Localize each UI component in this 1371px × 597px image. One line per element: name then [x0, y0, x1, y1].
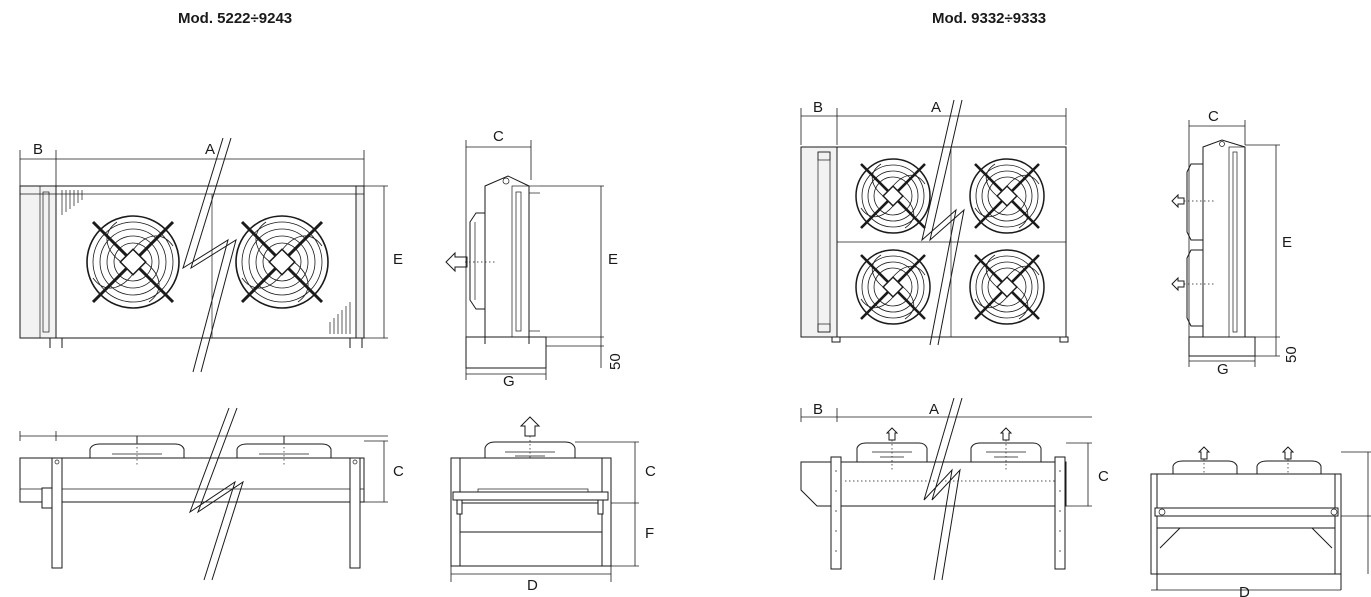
dim-label-50-right: 50	[1283, 346, 1300, 363]
dim-label-a-right: A	[931, 99, 941, 116]
left-top-view: C	[19, 407, 404, 581]
left-front-view: B A E	[19, 137, 403, 373]
dim-label-a: A	[205, 141, 215, 158]
right-front-view: B A	[800, 99, 1069, 346]
dim-label-e-right: E	[1282, 234, 1292, 251]
dim-label-b: B	[33, 141, 43, 158]
dim-label-c-top: C	[393, 463, 404, 480]
dim-label-d: D	[527, 577, 538, 594]
dim-label-c-right-top: C	[1098, 468, 1109, 485]
dim-label-e-side: E	[608, 251, 618, 268]
right-top-view: B A C	[800, 397, 1109, 581]
dim-label-e: E	[393, 251, 403, 268]
dim-label-f: F	[645, 525, 654, 542]
dim-label-d-right: D	[1239, 584, 1250, 597]
model-title-right: Mod. 9332÷9333	[932, 10, 1047, 27]
dim-label-g-right: G	[1217, 361, 1229, 378]
dim-label-a-right-top: A	[929, 401, 939, 418]
dim-label-g: G	[503, 373, 515, 390]
left-end-view: D C F	[450, 416, 656, 594]
model-title-left: Mod. 5222÷9243	[178, 10, 293, 27]
right-side-view: C G E 50	[1171, 108, 1300, 378]
dim-label-c-end: C	[645, 463, 656, 480]
dim-label-b-right-top: B	[813, 401, 823, 418]
right-end-view: D	[1150, 446, 1371, 597]
left-side-view: C G E 50	[445, 128, 624, 390]
dim-label-50: 50	[607, 353, 624, 370]
dim-label-c-side: C	[493, 128, 504, 145]
dim-label-c-right-side: C	[1208, 108, 1219, 125]
dim-label-b-right: B	[813, 99, 823, 116]
